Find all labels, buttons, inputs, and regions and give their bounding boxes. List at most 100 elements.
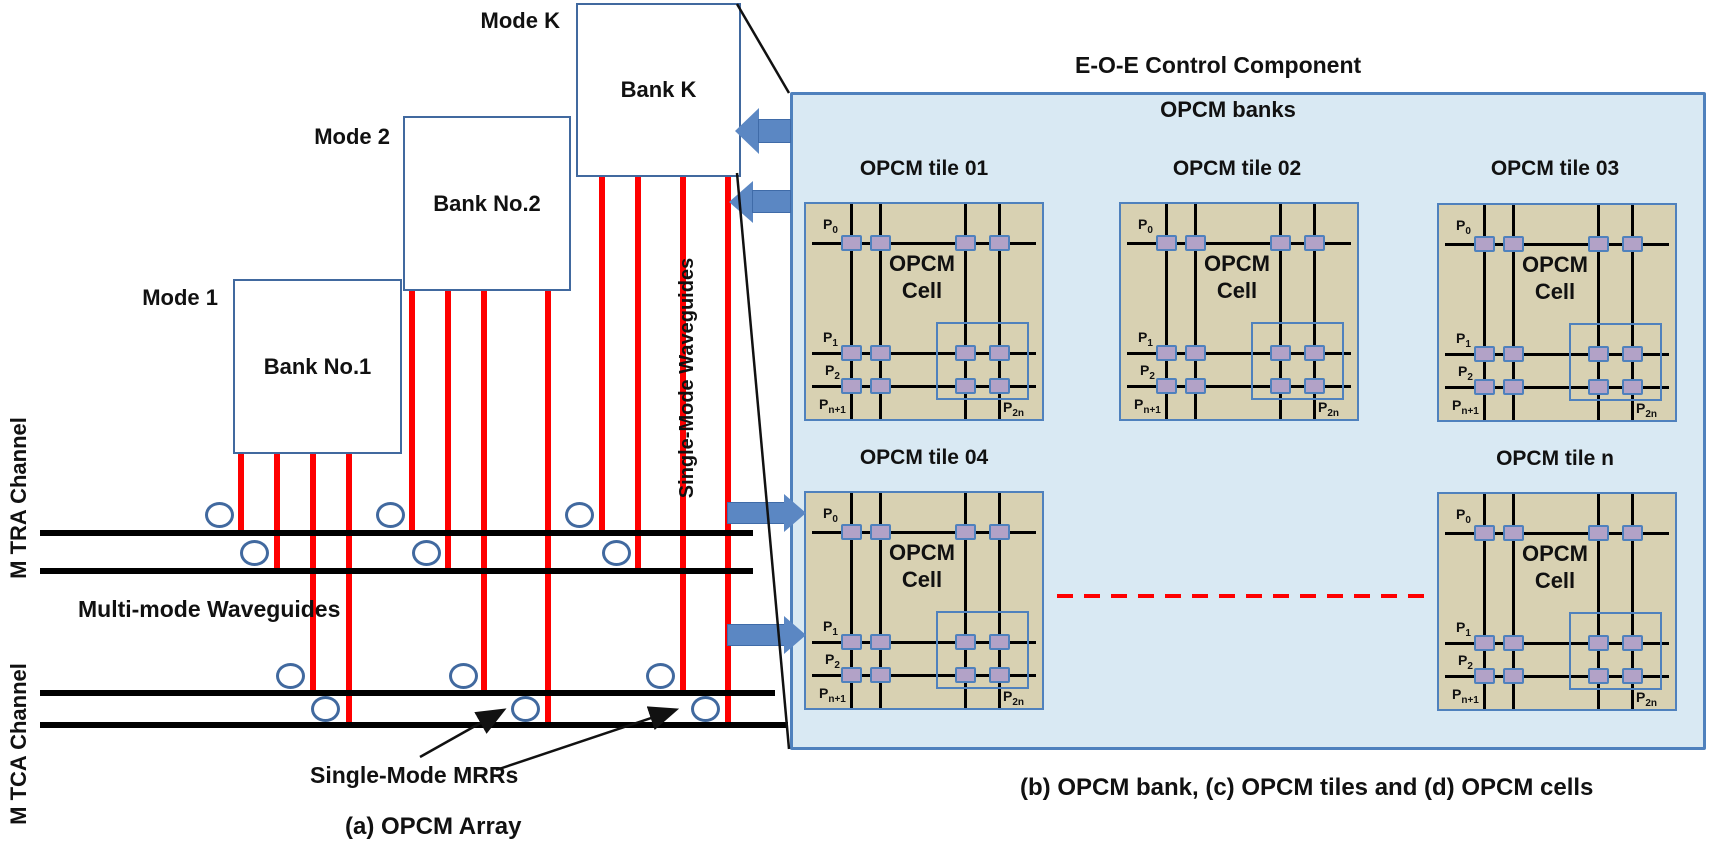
tile-column-line-4 bbox=[1631, 205, 1634, 420]
port-label-base: P bbox=[1456, 506, 1466, 522]
opcm-cell-3-4 bbox=[1622, 379, 1643, 395]
singlemode-waveguide-line-5 bbox=[409, 287, 415, 536]
mrr-ring-10 bbox=[311, 696, 340, 722]
singlemode-waveguide-line-7 bbox=[481, 287, 487, 696]
port-label-subscript: n+1 bbox=[1461, 694, 1479, 706]
tile-row-line-2 bbox=[812, 641, 1036, 644]
port-label-p1: P1 bbox=[1456, 619, 1471, 639]
mrr-ring-2 bbox=[376, 502, 405, 528]
port-label-base: P bbox=[1140, 362, 1150, 378]
port-label-p1: P1 bbox=[823, 329, 838, 349]
opcm-cells-group-box bbox=[1569, 323, 1662, 401]
tile-column-line-4 bbox=[998, 204, 1001, 419]
port-label-subscript: n+1 bbox=[828, 693, 846, 705]
tile-row-line-1 bbox=[1445, 532, 1669, 535]
port-label-base: P bbox=[823, 618, 833, 634]
arrow-to-tiles-bottom bbox=[728, 616, 806, 654]
opcm-cell-caption-line-1: OPCM bbox=[1204, 251, 1270, 276]
opcm-cell-2-4 bbox=[1622, 346, 1643, 362]
caption-a: (a) OPCM Array bbox=[345, 813, 522, 840]
port-label-subscript: 2 bbox=[1467, 371, 1473, 383]
opcm-cell-1-4 bbox=[989, 524, 1010, 540]
opcm-cell-2-2 bbox=[1503, 635, 1524, 651]
tile-row-line-3 bbox=[1127, 385, 1351, 388]
mrr-annotation-arrow-1 bbox=[419, 708, 507, 759]
port-label-p2n: P2n bbox=[1003, 399, 1024, 419]
port-label-base: P bbox=[1003, 399, 1013, 415]
opcm-cell-1-3 bbox=[955, 524, 976, 540]
opcm-cell-1-1 bbox=[841, 235, 862, 251]
multimode-waveguides-label: Multi-mode Waveguides bbox=[78, 596, 341, 622]
tile-column-line-4 bbox=[1313, 204, 1316, 419]
opcm-cell-3-1 bbox=[1156, 378, 1177, 394]
tile-column-line-2 bbox=[1512, 494, 1515, 709]
opcm-cell-1-1 bbox=[1156, 235, 1177, 251]
opcm-cell-3-1 bbox=[841, 667, 862, 683]
bank-k-box: Bank K bbox=[576, 3, 741, 177]
opcm-cell-2-2 bbox=[1185, 345, 1206, 361]
port-label-p0: P0 bbox=[823, 216, 838, 236]
arrow-body bbox=[753, 191, 790, 212]
opcm-cells-group-box bbox=[1569, 612, 1662, 690]
multimode-waveguide-line-2 bbox=[40, 568, 753, 574]
port-label-subscript: n+1 bbox=[828, 404, 846, 416]
opcm-banks-title: OPCM banks bbox=[1160, 97, 1296, 122]
tile-ellipsis-dashed-line bbox=[1057, 594, 1429, 598]
opcm-cell-3-3 bbox=[1588, 668, 1609, 684]
opcm-cell-3-2 bbox=[1503, 379, 1524, 395]
port-label-subscript: 2n bbox=[1012, 407, 1025, 419]
port-label-base: P bbox=[825, 362, 835, 378]
port-label-subscript: 1 bbox=[1147, 337, 1153, 349]
singlemode-waveguide-line-12 bbox=[725, 173, 731, 728]
port-label-base: P bbox=[1452, 686, 1462, 702]
singlemode-waveguide-line-2 bbox=[274, 450, 280, 574]
arrow-head-left-icon bbox=[735, 108, 759, 154]
tile-row-line-1 bbox=[1127, 242, 1351, 245]
port-label-base: P bbox=[1456, 330, 1466, 346]
tile-column-line-2 bbox=[1512, 205, 1515, 420]
opcm-tile-n-label: OPCM tile n bbox=[1496, 447, 1614, 470]
opcm-cell-2-4 bbox=[989, 345, 1010, 361]
opcm-cell-1-4 bbox=[1622, 236, 1643, 252]
tile-column-line-3 bbox=[1597, 205, 1600, 420]
opcm-cell-1-2 bbox=[1503, 525, 1524, 541]
bank-no2-box: Bank No.2 bbox=[403, 116, 571, 291]
port-label-base: P bbox=[823, 505, 833, 521]
opcm-cell-2-4 bbox=[989, 634, 1010, 650]
opcm-cell-caption-line-2: Cell bbox=[901, 567, 943, 592]
arrow-bank-k-top bbox=[735, 108, 790, 154]
port-label-pn1: Pn+1 bbox=[1452, 686, 1479, 706]
mrr-ring-6 bbox=[602, 540, 631, 566]
bank-no1-box: Bank No.1 bbox=[233, 279, 402, 454]
tile-row-line-2 bbox=[812, 352, 1036, 355]
opcm-cell-2-3 bbox=[1588, 635, 1609, 651]
opcm-cell-1-3 bbox=[1588, 236, 1609, 252]
funnel-line-top bbox=[735, 3, 791, 94]
bank-no1-label: Bank No.1 bbox=[263, 353, 372, 379]
tile-column-line-2 bbox=[879, 204, 882, 419]
port-label-p2n: P2n bbox=[1636, 689, 1657, 709]
tile-row-line-2 bbox=[1127, 352, 1351, 355]
port-label-subscript: n+1 bbox=[1461, 405, 1479, 417]
arrow-body bbox=[759, 120, 790, 142]
opcm-cell-caption-line-2: Cell bbox=[1534, 568, 1576, 593]
tile-row-line-3 bbox=[812, 385, 1036, 388]
port-label-p1: P1 bbox=[1138, 329, 1153, 349]
port-label-pn1: Pn+1 bbox=[1452, 397, 1479, 417]
port-label-p1: P1 bbox=[823, 618, 838, 638]
arrow-body bbox=[728, 503, 784, 523]
port-label-p0: P0 bbox=[823, 505, 838, 525]
caption-bcd: (b) OPCM bank, (c) OPCM tiles and (d) OP… bbox=[1020, 774, 1594, 801]
port-label-subscript: 2n bbox=[1012, 696, 1025, 708]
opcm-cell-1-1 bbox=[841, 524, 862, 540]
tile-column-line-4 bbox=[998, 493, 1001, 708]
arrow-to-tiles-top bbox=[728, 494, 806, 532]
singlemode-waveguide-line-11 bbox=[680, 173, 686, 696]
port-label-p2: P2 bbox=[1140, 362, 1155, 382]
port-label-p0: P0 bbox=[1456, 217, 1471, 237]
opcm-cell-2-1 bbox=[841, 634, 862, 650]
